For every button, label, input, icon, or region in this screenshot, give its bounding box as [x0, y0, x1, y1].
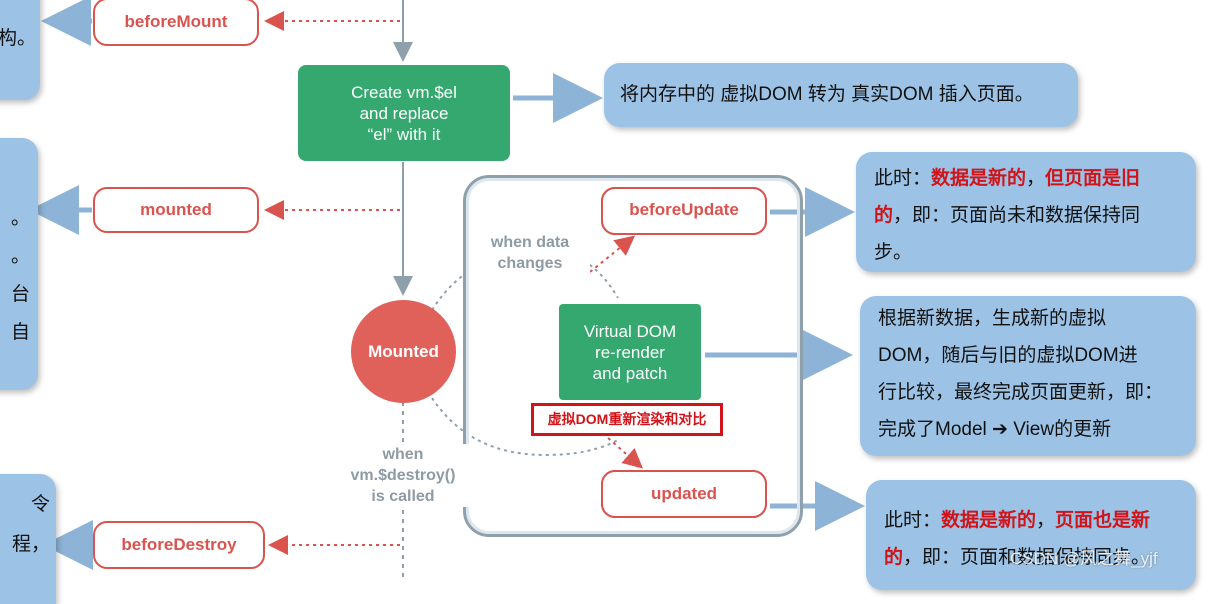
mounted-circle: Mounted: [351, 300, 456, 403]
hook-mounted: mounted: [93, 187, 259, 233]
left-note-bottom: 令 程，: [0, 474, 56, 604]
watermark: CSDN @风之舞_yjf: [1010, 549, 1158, 568]
create-el-box: Create vm.$el and replace “el” with it: [298, 65, 510, 161]
note-before-update: 此时：数据是新的，但页面是旧的，即：页面尚未和数据保持同步。: [856, 152, 1196, 272]
when-data-changes-label: when data changes: [470, 232, 590, 274]
hook-before-update-top: beforeUpdate: [601, 187, 767, 235]
left-note-mid: 。 。 台 自: [0, 138, 38, 390]
hook-updated-top: updated: [601, 470, 767, 518]
rerender-caption: 虚拟DOM重新渲染和对比: [531, 403, 723, 436]
update-loop-frame: [463, 175, 803, 537]
note-vdom-desc: 根据新数据，生成新的虚拟 DOM，随后与旧的虚拟DOM进 行比较，最终完成页面更…: [860, 296, 1196, 456]
hook-before-destroy: beforeDestroy: [93, 521, 265, 569]
hook-before-mount: beforeMount: [93, 0, 259, 46]
when-destroy-label: when vm.$destroy() is called: [328, 444, 478, 507]
left-note-top: 构。: [0, 0, 40, 100]
note-updated: 此时：数据是新的，页面也是新的，即：页面和数据保持同步。: [866, 480, 1196, 590]
note-insert-page: 将内存中的 虚拟DOM 转为 真实DOM 插入页面。: [604, 63, 1078, 127]
vdom-box: Virtual DOM re-render and patch: [559, 304, 701, 400]
